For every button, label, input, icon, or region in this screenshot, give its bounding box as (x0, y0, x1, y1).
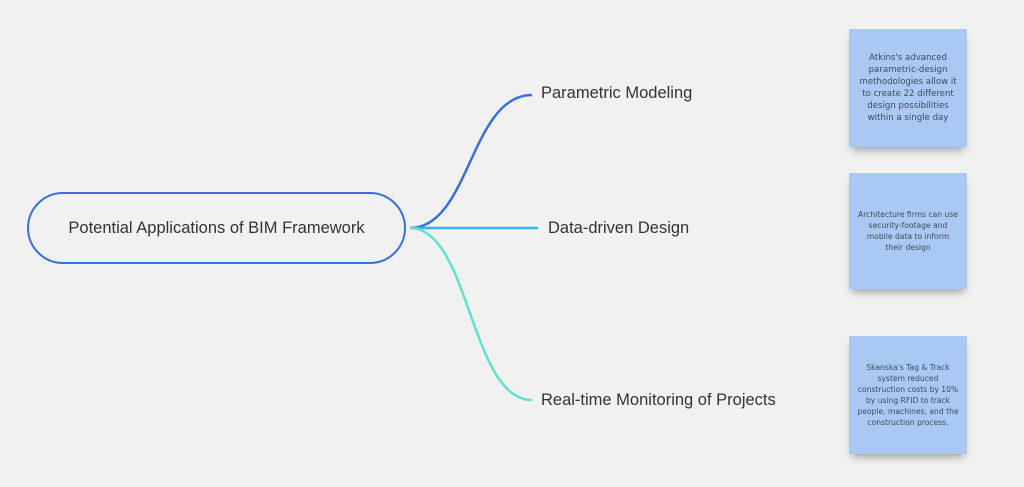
sticky-note-text: Atkins's advanced parametric-design meth… (859, 53, 957, 123)
root-topic-label: Potential Applications of BIM Framework (68, 218, 365, 237)
branch-label: Data-driven Design (548, 219, 690, 237)
connector-parametric-modeling (409, 93, 533, 230)
sticky-note-skanska[interactable]: Skanska's Tag & Track system reduced con… (849, 336, 967, 454)
sticky-note-atkins[interactable]: Atkins's advanced parametric-design meth… (849, 29, 967, 147)
sticky-note-text: Architecture firms can use security-foot… (858, 210, 958, 252)
branch-parametric-modeling[interactable]: Parametric Modeling (541, 84, 692, 103)
root-topic[interactable]: Potential Applications of BIM Framework (27, 192, 406, 264)
sticky-note-text: Skanska's Tag & Track system reduced con… (857, 363, 959, 427)
sticky-note-architecture-firms[interactable]: Architecture firms can use security-foot… (849, 173, 967, 289)
branch-data-driven-design[interactable]: Data-driven Design (548, 219, 689, 238)
connector-real-time-monitoring (409, 226, 533, 402)
branch-label: Real-time Monitoring of Projects (541, 391, 776, 409)
branch-real-time-monitoring[interactable]: Real-time Monitoring of Projects (541, 391, 776, 410)
branch-label: Parametric Modeling (541, 84, 693, 102)
